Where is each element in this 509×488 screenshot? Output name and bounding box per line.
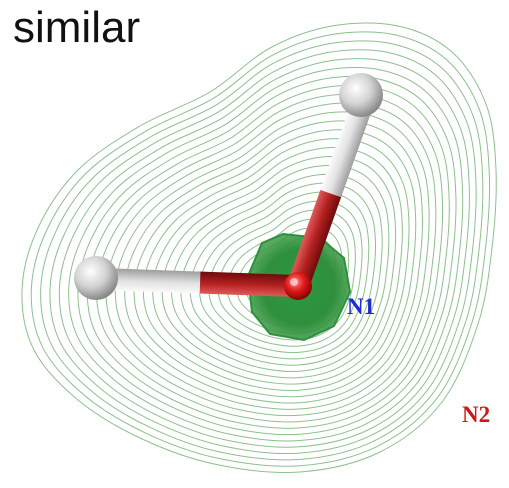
contour-line: [86, 84, 450, 429]
contour-line: [58, 58, 470, 448]
contour-line: [189, 182, 376, 360]
oxygen-highlight: [290, 278, 298, 286]
contour-line: [198, 191, 370, 354]
hydrogen-atom-left: [74, 256, 118, 300]
heading: similar: [13, 3, 141, 52]
contour-line: [114, 111, 430, 410]
contour-line: [208, 200, 363, 347]
contour-line: [217, 209, 356, 341]
bond-left: [95, 267, 299, 297]
contour-line: [142, 138, 410, 391]
contour-line: [170, 164, 390, 373]
contour-line: [124, 120, 423, 404]
contour-line: [96, 93, 444, 423]
hydrogen-atom-top: [339, 73, 383, 117]
contour-line: [152, 147, 403, 385]
contour-line: [161, 156, 397, 379]
n1-label: N1: [347, 294, 376, 319]
density-contours: [21, 22, 497, 473]
contour-line: [105, 102, 437, 417]
contour-line: [133, 129, 417, 398]
bond-upper: [287, 91, 376, 290]
contour-line: [180, 173, 383, 366]
contour-line: [21, 22, 497, 473]
contour-line: [30, 31, 491, 467]
oxygen-atom: [284, 272, 312, 300]
contour-line: [49, 49, 477, 455]
contour-line: [77, 75, 457, 436]
contour-line: [68, 67, 464, 442]
n2-label: N2: [462, 402, 491, 427]
contour-line: [40, 40, 484, 461]
